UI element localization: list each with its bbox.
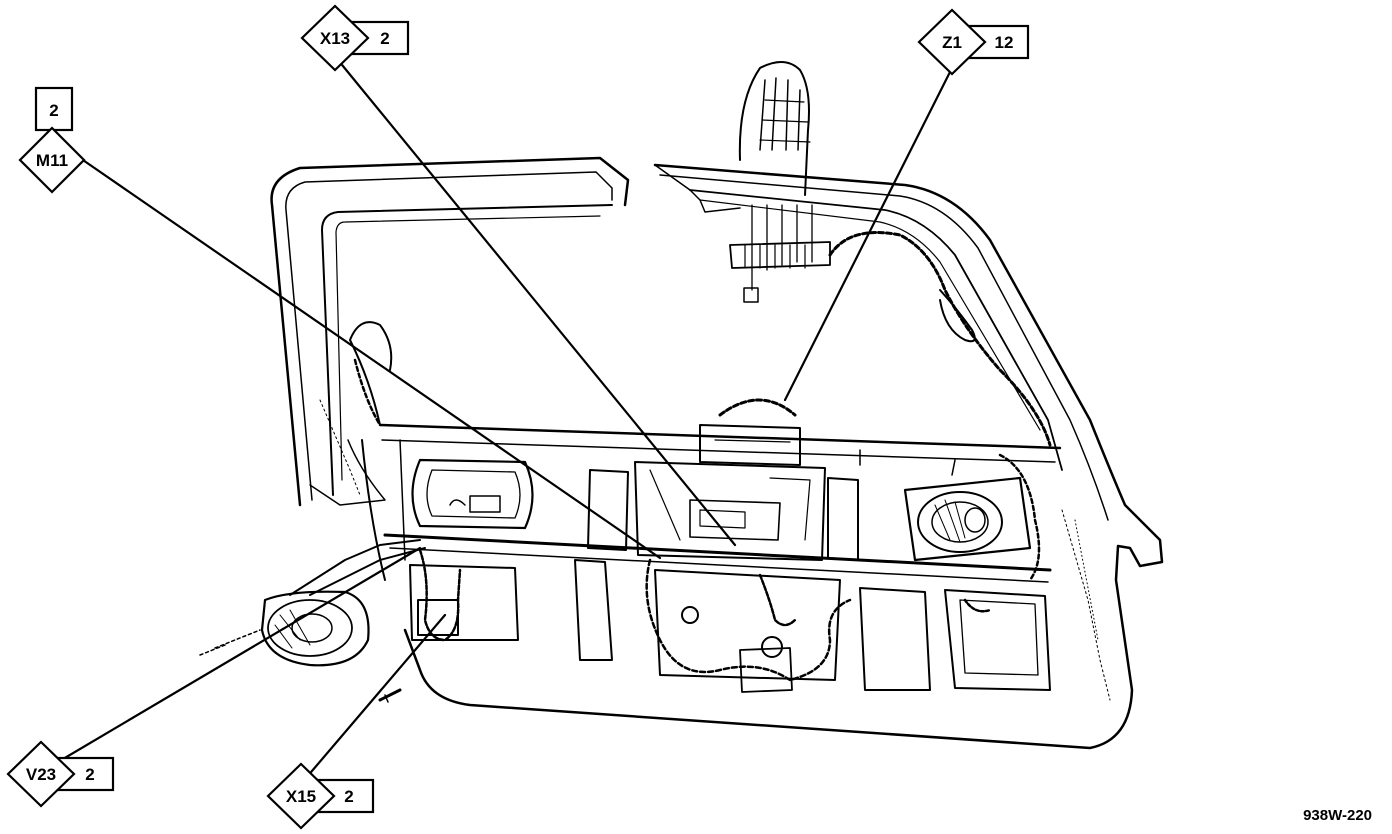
leader-v23 (56, 546, 422, 764)
leader-m11 (78, 156, 662, 560)
callout-x13-count: 2 (380, 29, 389, 48)
crossbar (349, 321, 1062, 583)
callout-x15-count: 2 (344, 787, 353, 806)
callout-x13-code: X13 (320, 29, 350, 48)
callout-z1: Z1 12 (917, 8, 1030, 76)
upper-harness (729, 61, 1052, 447)
right-speaker (903, 476, 1032, 562)
callout-z1-count: 12 (995, 33, 1014, 52)
callout-v23: V23 2 (6, 740, 115, 808)
leader-lines (56, 58, 954, 780)
callout-x15-code: X15 (286, 787, 316, 806)
liftgate-frame (270, 156, 1164, 750)
callout-m11-code: M11 (36, 151, 68, 170)
leader-x15 (304, 613, 447, 780)
lower-harness (417, 449, 1041, 693)
callout-v23-code: V23 (26, 765, 56, 784)
left-speaker (199, 539, 426, 667)
lower-panels (409, 559, 1051, 691)
callout-x15: X15 2 (266, 762, 375, 830)
screws (378, 688, 402, 703)
callout-x13: X13 2 (300, 4, 410, 72)
callout-m11: 2 M11 (18, 86, 86, 194)
callout-z1-code: Z1 (942, 33, 962, 52)
leader-x13 (336, 58, 737, 547)
figure-id: 938W-220 (1303, 807, 1372, 824)
callout-v23-count: 2 (85, 765, 94, 784)
callout-m11-count: 2 (49, 101, 58, 120)
leader-z1 (783, 66, 954, 402)
center-panels (587, 398, 859, 561)
left-lamp-housing (411, 458, 534, 530)
